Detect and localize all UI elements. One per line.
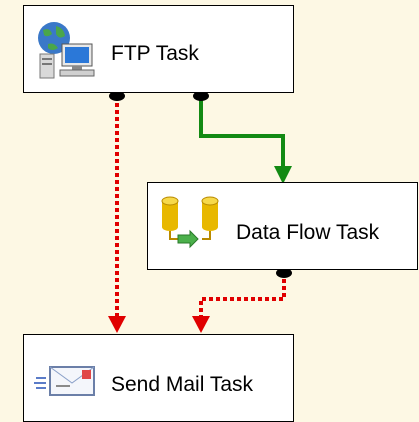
arrowhead-dataflow bbox=[274, 166, 292, 184]
envelope-icon bbox=[34, 366, 95, 396]
ftp-task[interactable]: FTP Task bbox=[23, 5, 294, 93]
data-flow-cylinders-icon bbox=[161, 196, 219, 249]
arrowhead-sendmail-left bbox=[108, 316, 126, 333]
send-mail-task[interactable]: Send Mail Task bbox=[23, 334, 294, 422]
ftp-globe-computer-icon bbox=[38, 22, 95, 79]
send-mail-task-label: Send Mail Task bbox=[111, 373, 254, 396]
arrowhead-sendmail-right bbox=[192, 316, 210, 333]
data-flow-task-label: Data Flow Task bbox=[236, 221, 380, 244]
connector-origin-ftp-left bbox=[109, 91, 125, 101]
connector-origin-ftp-right bbox=[193, 91, 209, 101]
data-flow-task[interactable]: Data Flow Task bbox=[147, 182, 418, 270]
connector-origin-dataflow bbox=[276, 268, 292, 278]
ftp-task-label: FTP Task bbox=[111, 42, 199, 65]
connector-dataflow-to-sendmail[interactable] bbox=[199, 272, 286, 318]
connector-ftp-to-dataflow[interactable] bbox=[199, 96, 285, 168]
